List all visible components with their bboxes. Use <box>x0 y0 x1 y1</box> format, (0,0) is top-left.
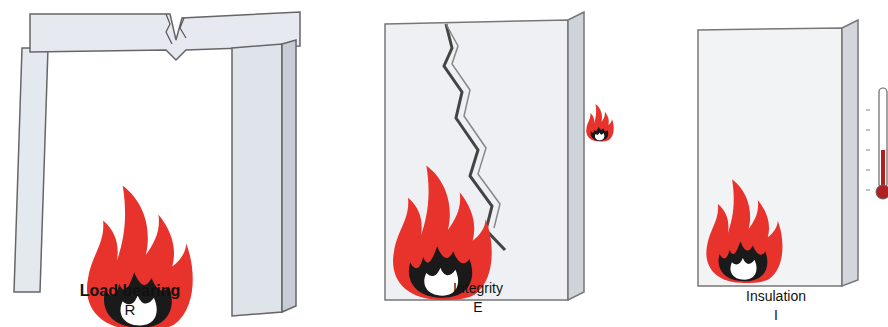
wall-crack-illustration <box>385 12 614 300</box>
criterion-label: I <box>774 308 778 322</box>
frame-illustration <box>14 12 300 327</box>
criterion-label: E <box>473 300 482 314</box>
criterion-label: R <box>125 302 136 317</box>
criterion-label: Load bearing <box>80 283 180 299</box>
wall-insulation-illustration <box>698 20 888 286</box>
criterion-label: Insulation <box>746 289 806 303</box>
criterion-label: Integrity <box>453 281 503 295</box>
